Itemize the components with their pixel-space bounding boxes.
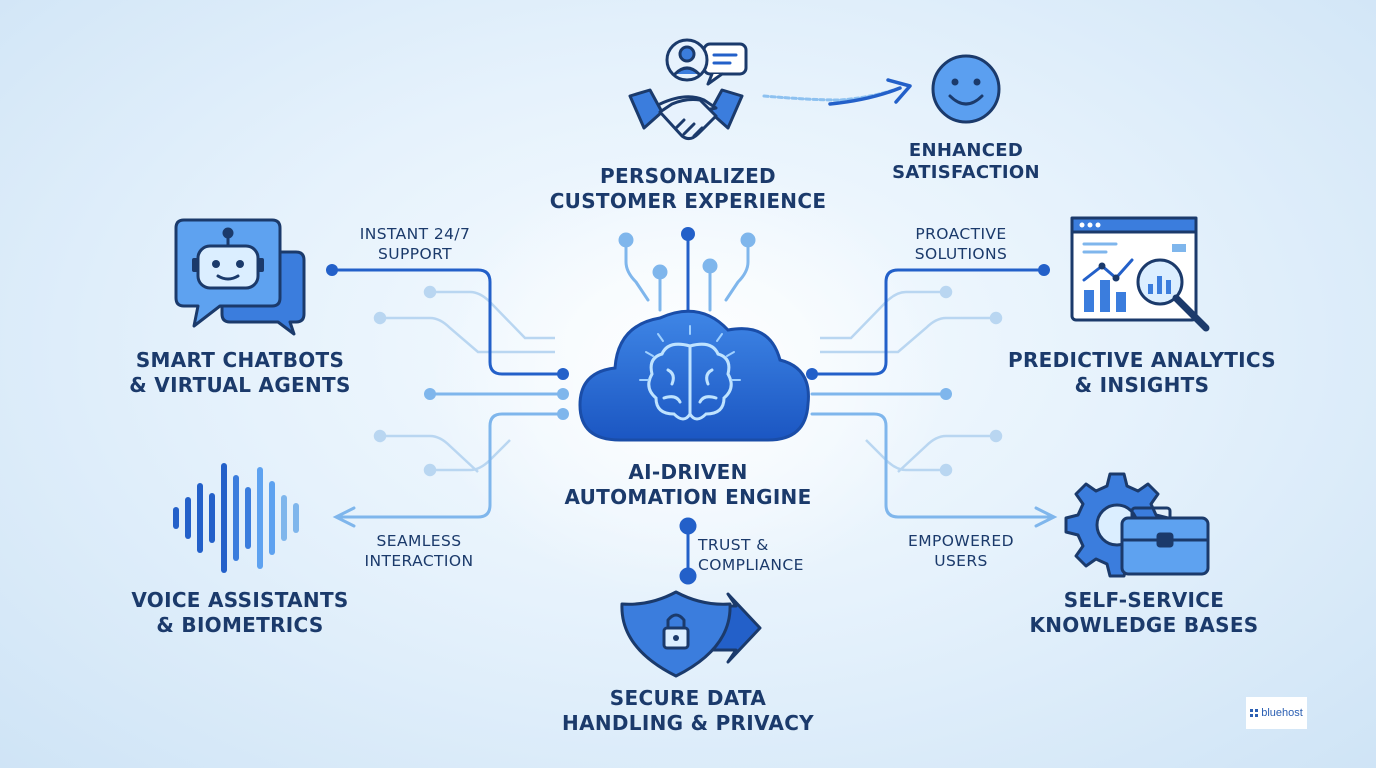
heading-center-line2: AUTOMATION ENGINE xyxy=(564,485,812,509)
label-seamless-line1: SEAMLESS xyxy=(376,532,462,550)
heading-secure-line2: HANDLING & PRIVACY xyxy=(562,711,814,735)
heading-secure-line1: SECURE DATA xyxy=(609,686,767,710)
heading-selfservice-line1: SELF-SERVICE xyxy=(1063,588,1225,612)
heading-selfservice-line2: KNOWLEDGE BASES xyxy=(1029,613,1259,637)
watermark-text: bluehost xyxy=(1261,707,1303,719)
heading-chatbots: SMART CHATBOTS & VIRTUAL AGENTS xyxy=(108,348,372,398)
heading-secure: SECURE DATA HANDLING & PRIVACY xyxy=(540,686,836,736)
heading-personalized: PERSONALIZED CUSTOMER EXPERIENCE xyxy=(530,164,846,214)
heading-satisfaction: ENHANCED SATISFACTION xyxy=(876,140,1056,184)
chatbot-icon xyxy=(174,218,306,336)
label-proactive-solutions: PROACTIVE SOLUTIONS xyxy=(886,224,1036,264)
label-seamless-line2: INTERACTION xyxy=(364,552,474,570)
label-proactive-line2: SOLUTIONS xyxy=(914,245,1008,263)
heading-satisfaction-line1: ENHANCED xyxy=(908,140,1024,161)
connector-proactive-solutions xyxy=(806,264,1058,528)
label-instant-support: INSTANT 24/7 SUPPORT xyxy=(340,224,490,264)
heading-voice: VOICE ASSISTANTS & BIOMETRICS xyxy=(110,588,370,638)
heading-chatbots-line1: SMART CHATBOTS xyxy=(135,348,345,372)
label-empowered-users: EMPOWERED USERS xyxy=(886,531,1036,571)
sound-wave-icon xyxy=(173,463,299,573)
smiley-icon xyxy=(931,54,1001,124)
heading-voice-line1: VOICE ASSISTANTS xyxy=(131,588,349,612)
label-proactive-line1: PROACTIVE xyxy=(915,225,1007,243)
heading-selfservice: SELF-SERVICE KNOWLEDGE BASES xyxy=(1014,588,1274,638)
heading-center-line1: AI-DRIVEN xyxy=(628,460,748,484)
shield-lock-icon xyxy=(620,590,762,678)
heading-center: AI-DRIVEN AUTOMATION ENGINE xyxy=(540,460,836,510)
bluehost-watermark: bluehost xyxy=(1246,697,1307,729)
heading-analytics-line1: PREDICTIVE ANALYTICS xyxy=(1008,348,1276,372)
label-trust-line1: TRUST & xyxy=(698,536,769,554)
heading-analytics: PREDICTIVE ANALYTICS & INSIGHTS xyxy=(990,348,1294,398)
heading-personalized-line1: PERSONALIZED xyxy=(600,164,776,188)
label-instant-line2: SUPPORT xyxy=(378,245,452,263)
analytics-chart-icon xyxy=(1070,216,1210,332)
heading-voice-line2: & BIOMETRICS xyxy=(156,613,324,637)
connector-instant-support xyxy=(326,264,569,528)
gear-toolbox-icon xyxy=(1064,472,1210,578)
cloud-brain-icon xyxy=(578,309,810,442)
bluehost-grid-icon xyxy=(1250,709,1259,717)
label-trust-compliance: TRUST & COMPLIANCE xyxy=(698,535,822,575)
handshake-icon xyxy=(628,38,748,141)
label-seamless-interaction: SEAMLESS INTERACTION xyxy=(344,531,494,571)
label-instant-line1: INSTANT 24/7 xyxy=(359,225,471,243)
connector-trust-compliance xyxy=(679,517,697,585)
heading-chatbots-line2: & VIRTUAL AGENTS xyxy=(129,373,351,397)
heading-satisfaction-line2: SATISFACTION xyxy=(892,162,1040,183)
label-empowered-line2: USERS xyxy=(934,552,988,570)
heading-analytics-line2: & INSIGHTS xyxy=(1074,373,1210,397)
label-trust-line2: COMPLIANCE xyxy=(698,556,804,574)
label-empowered-line1: EMPOWERED xyxy=(908,532,1014,550)
top-circuit xyxy=(618,227,756,312)
flow-arrow xyxy=(762,78,912,106)
heading-personalized-line2: CUSTOMER EXPERIENCE xyxy=(549,189,827,213)
